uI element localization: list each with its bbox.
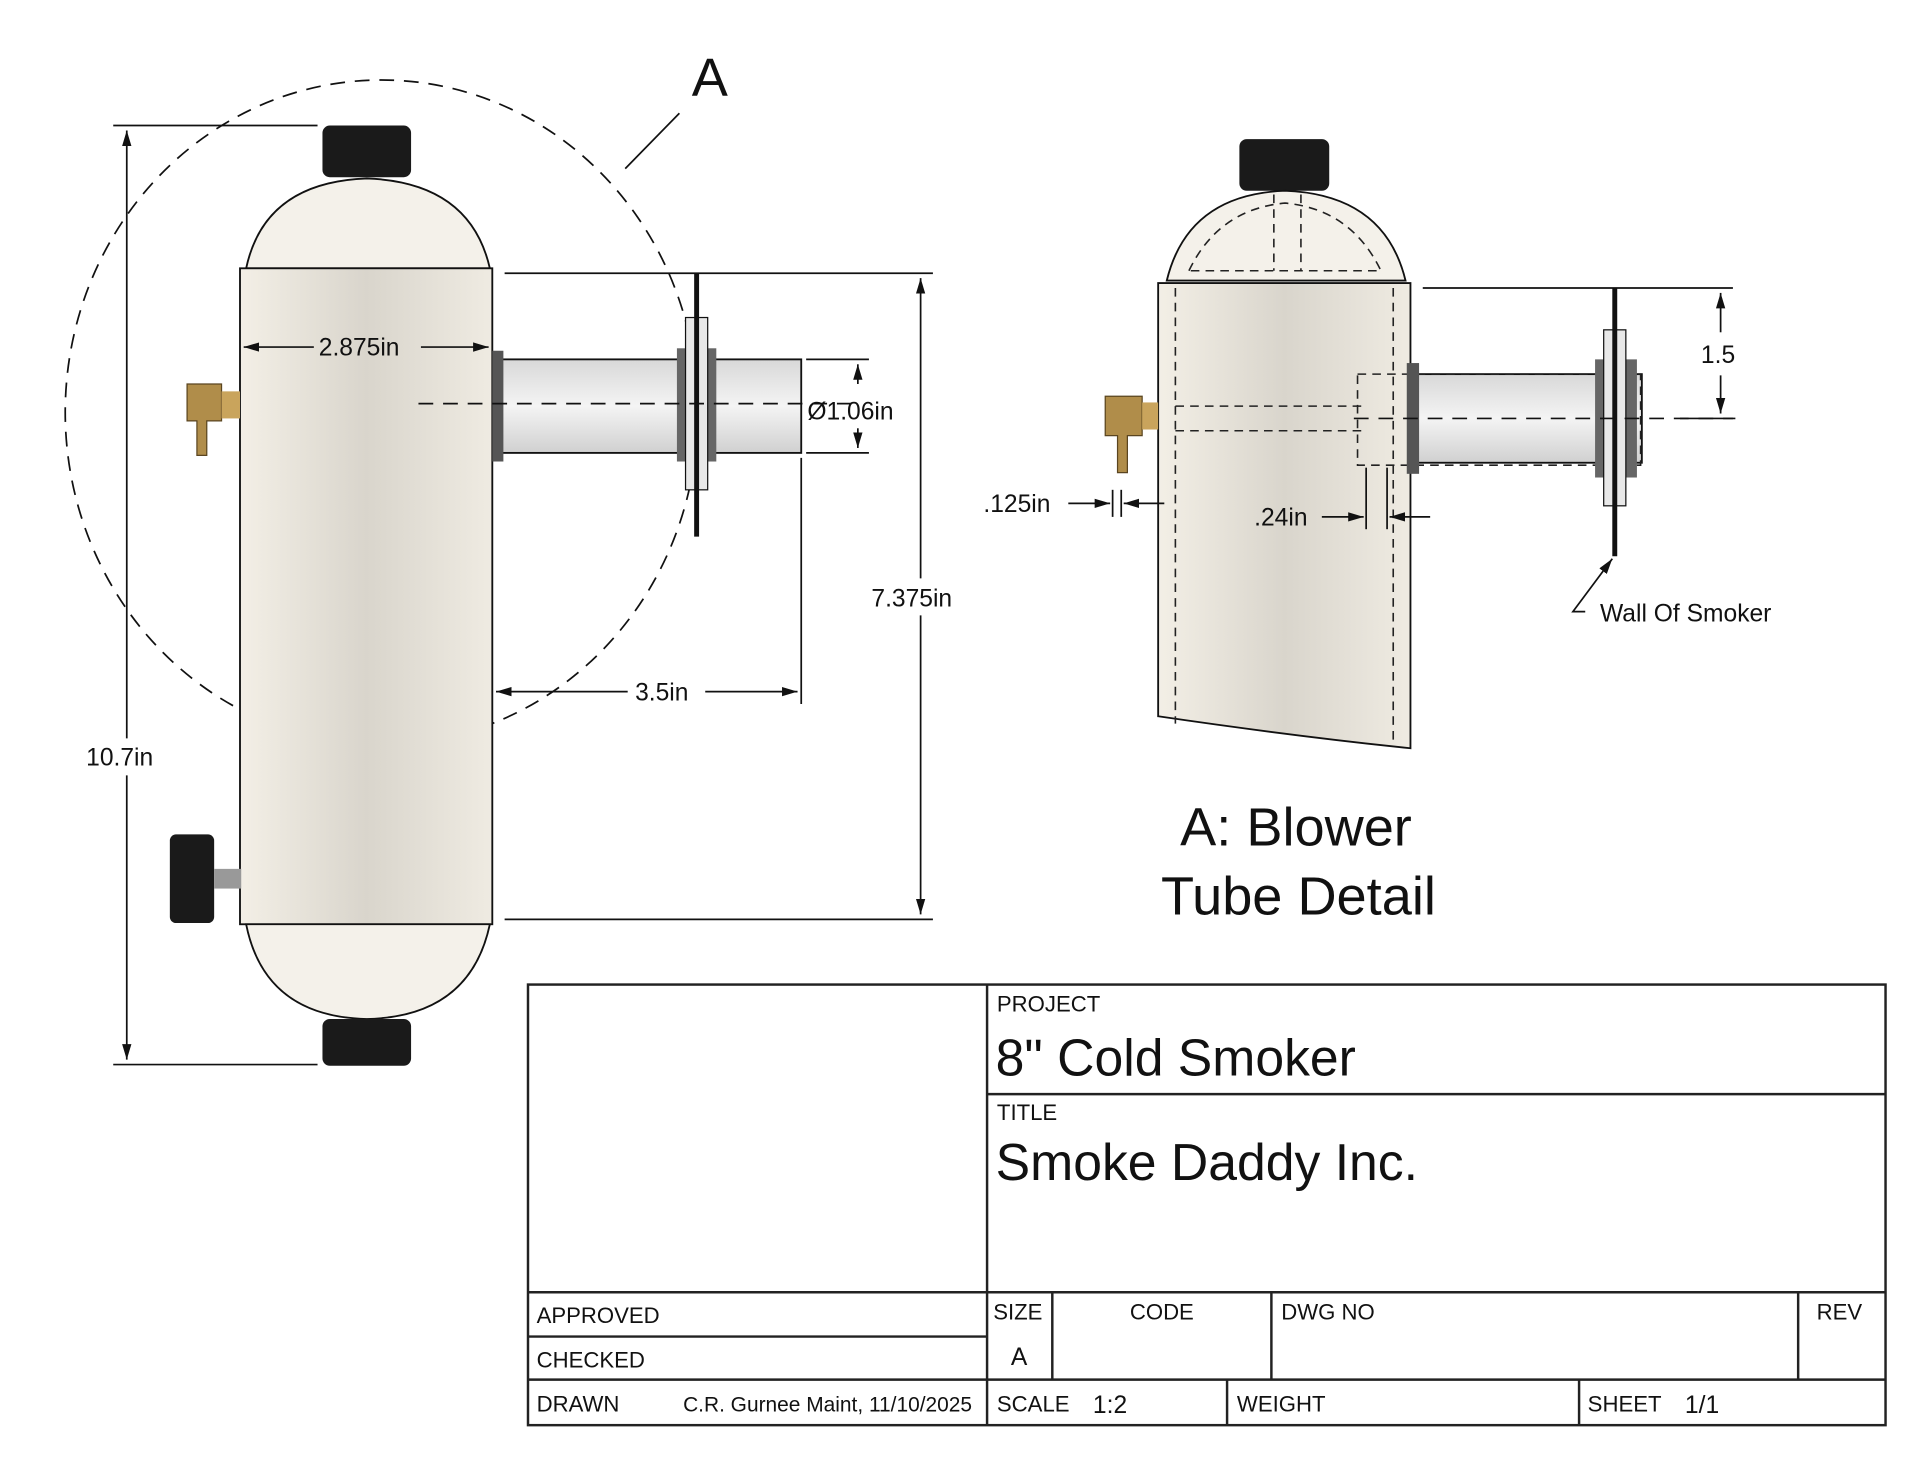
dim-body-width: 2.875in [319,335,400,362]
dwg-no-label: DWG NO [1281,1299,1374,1324]
bottom-cap [322,1019,412,1066]
approved-label: APPROVED [537,1303,660,1328]
title-label: TITLE [997,1100,1057,1125]
size-label: SIZE [993,1299,1042,1324]
title-block: PROJECT 8" Cold Smoker TITLE Smoke Daddy… [526,983,1887,1427]
knob [169,834,215,924]
drawn-label: DRAWN [537,1392,620,1417]
scale-value: 1:2 [1093,1392,1127,1419]
detail-body [1157,282,1412,750]
detail-dome [1165,189,1407,282]
smoker-body [239,267,494,926]
detail-brass-fitting [1104,395,1143,474]
sheet-label: SHEET [1588,1392,1662,1417]
detail-leader [624,112,681,170]
drawn-by: C.R. Gurnee Maint, 11/10/2025 [683,1394,972,1417]
dim-tube-diameter: Ø1.06in [807,399,893,426]
brass-fitting [186,383,223,456]
top-cap [322,125,412,178]
weight-label: WEIGHT [1237,1392,1326,1417]
blower-tube [497,358,803,454]
dim-gap-wall: .24in [1254,505,1307,532]
dim-body-height: 7.375in [871,586,952,613]
detail-callout-label: A [692,48,728,108]
scale-label: SCALE [997,1392,1070,1417]
detail-view: 1.5 .125in .24in Wall Of Smoker A: Blowe… [983,139,1771,926]
detail-title-line2: Tube Detail [1161,866,1436,926]
checked-label: CHECKED [537,1347,645,1372]
dim-offset: 1.5 [1701,342,1735,369]
dim-gap-small: .125in [983,491,1050,518]
bottom-dome [245,923,491,1020]
project-label: PROJECT [997,992,1101,1017]
title-value: Smoke Daddy Inc. [996,1133,1418,1191]
detail-title-line1: A: Blower [1180,797,1412,857]
top-dome [245,177,492,270]
size-value: A [1011,1344,1028,1371]
dim-overall-height: 10.7in [86,744,153,771]
project-name: 8" Cold Smoker [996,1029,1356,1087]
dim-tube-length: 3.5in [635,679,688,706]
wall-note: Wall Of Smoker [1600,601,1771,628]
sheet-value: 1/1 [1685,1392,1719,1419]
detail-top-cap [1239,139,1330,191]
code-label: CODE [1130,1299,1194,1324]
main-view: A 10.7in 2.875in Ø1.06in 3.5in 7.375in [64,48,952,1066]
tube-nut-inner [492,350,504,462]
fitting-nipple [221,391,240,419]
knob-stem [214,868,242,889]
rev-label: REV [1817,1299,1863,1324]
